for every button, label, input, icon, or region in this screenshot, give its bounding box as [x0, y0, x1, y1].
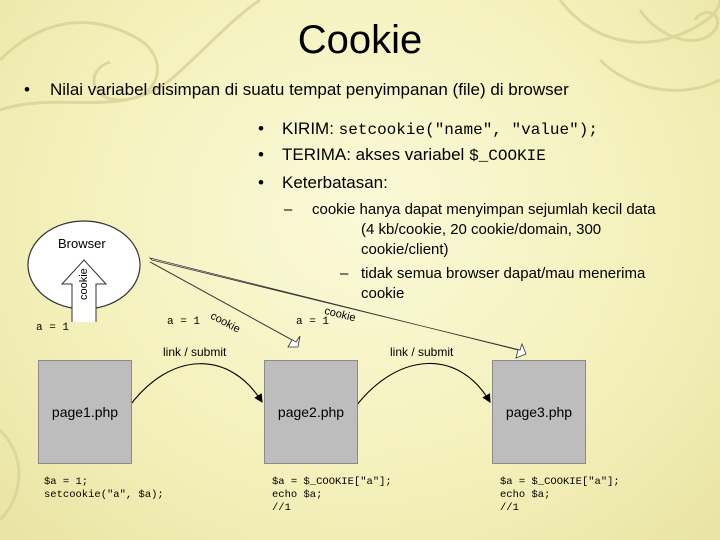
page3-box: page3.php: [492, 360, 586, 464]
a-value-mid: a = 1: [167, 316, 201, 328]
page2-box: page2.php: [264, 360, 358, 464]
bullet-keterbatasan: •Keterbatasan:: [258, 173, 388, 192]
page1-code: $a = 1; setcookie("a", $a);: [44, 476, 164, 501]
link-label-2: link / submit: [390, 345, 454, 359]
cookie-arrow-to-page2: [149, 261, 301, 348]
limit-item-2-line1: tidak semua browser dapat/mau menerima: [361, 265, 646, 282]
link-curve-1: [127, 363, 263, 409]
cookie-up-label: cookie: [78, 268, 90, 300]
terima-code: $_COOKIE: [469, 147, 546, 165]
cookie-arrow-to-page3: [148, 257, 527, 359]
main-bullet-text: Nilai variabel disimpan di suatu tempat …: [50, 80, 569, 99]
limit-item-1-line1: cookie hanya dapat menyimpan sejumlah ke…: [312, 201, 656, 218]
link-curve-2: [355, 362, 491, 407]
bullet-dot: •: [24, 80, 30, 99]
a-value-right: a = 1: [296, 316, 330, 328]
main-bullet: • Nilai variabel disimpan di suatu tempat…: [24, 80, 569, 100]
page-title: Cookie: [297, 18, 423, 62]
a-value-left: a = 1: [36, 322, 70, 334]
limit-item-1-line3: cookie/client): [361, 241, 449, 258]
bullet-kirim: •KIRIM: setcookie("name", "value");: [258, 119, 598, 139]
limit-item-1-line2: (4 kb/cookie, 20 cookie/domain, 300: [361, 221, 602, 238]
bullet-terima: •TERIMA: akses variabel $_COOKIE: [258, 145, 546, 165]
page1-box: page1.php: [38, 360, 132, 464]
limit-dash-1: –: [284, 201, 293, 218]
browser-label: Browser: [58, 236, 106, 251]
link-label-1: link / submit: [163, 345, 227, 359]
page3-code: $a = $_COOKIE["a"]; echo $a; //1: [500, 476, 620, 514]
limit-dash-2: –: [340, 265, 349, 282]
cookie-up-arrow: [60, 259, 108, 322]
page2-code: $a = $_COOKIE["a"]; echo $a; //1: [272, 476, 392, 514]
limit-item-2-line2: cookie: [361, 285, 405, 302]
kirim-code: setcookie("name", "value");: [338, 121, 598, 139]
